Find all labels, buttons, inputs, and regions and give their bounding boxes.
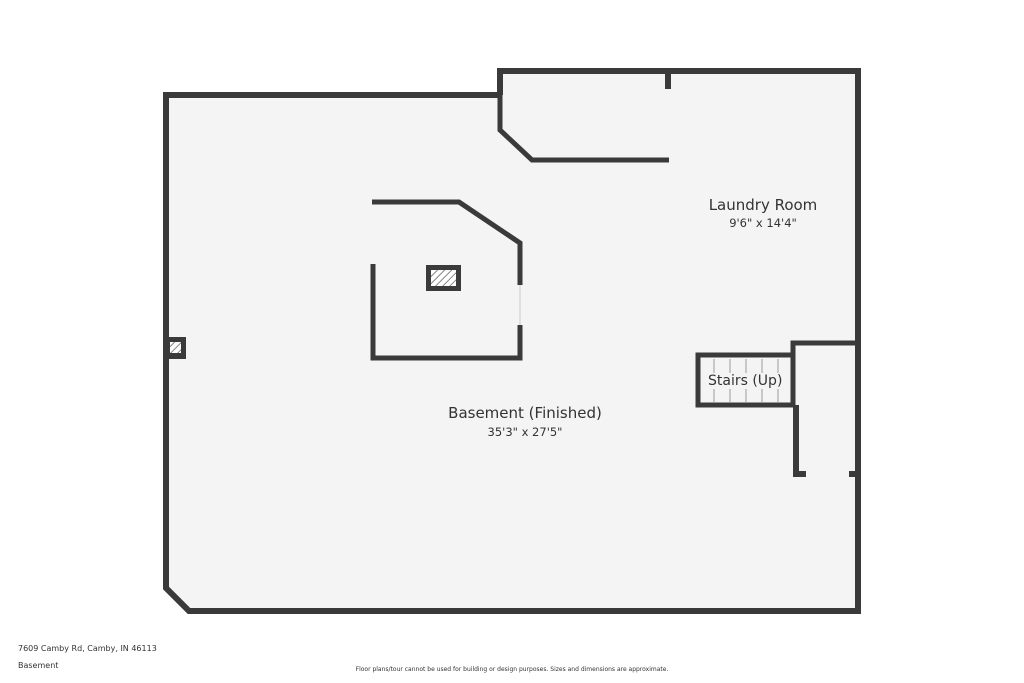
closet-wall (790, 340, 858, 355)
disclaimer-text: Floor plans/tour cannot be used for buil… (355, 666, 669, 673)
chimney-hatch (431, 270, 456, 286)
laundry-wall (497, 95, 669, 163)
address-label: 7609 Camby Rd, Camby, IN 46113 (18, 644, 157, 653)
stairs-label: Stairs (Up) (706, 373, 785, 389)
floor-area (166, 71, 858, 611)
floor-name-label: Basement (18, 661, 59, 670)
basement-room-name: Basement (Finished) (448, 404, 602, 422)
laundry-room-dimensions: 9'6" x 14'4" (729, 216, 797, 230)
central-enclosure-wall (370, 264, 523, 361)
exterior-wall (163, 68, 861, 614)
basement-room-dimensions: 35'3" x 27'5" (487, 425, 563, 439)
central-enclosure-wall (372, 199, 523, 285)
closet-wall (793, 405, 806, 477)
wall-post-hatch (170, 342, 181, 353)
laundry-room-name: Laundry Room (708, 196, 818, 214)
